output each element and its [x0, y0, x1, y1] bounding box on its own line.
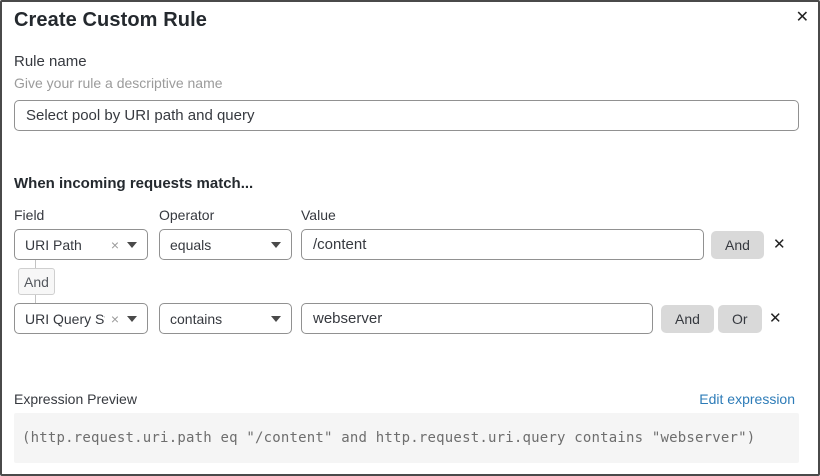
- column-label-value: Value: [301, 207, 336, 223]
- field-select-row2[interactable]: URI Query St... ×: [14, 303, 148, 334]
- field-select-row1-value: URI Path: [25, 236, 82, 253]
- connector-line-bottom: [35, 295, 36, 304]
- operator-select-row2-value: contains: [170, 310, 223, 327]
- clear-icon[interactable]: ×: [110, 236, 119, 253]
- clear-icon[interactable]: ×: [110, 310, 119, 327]
- chevron-down-icon[interactable]: [271, 241, 281, 248]
- rule-name-label: Rule name: [14, 53, 87, 70]
- expression-code-block: (http.request.uri.path eq "/content" and…: [14, 413, 799, 463]
- operator-select-row1[interactable]: equals: [159, 229, 292, 260]
- operator-select-row1-value: equals: [170, 236, 212, 253]
- connector-line-top: [35, 260, 36, 268]
- or-button-row2[interactable]: Or: [718, 305, 762, 333]
- column-label-operator: Operator: [159, 207, 215, 223]
- delete-row2-icon[interactable]: ✕: [769, 310, 782, 327]
- edit-expression-link[interactable]: Edit expression: [699, 391, 795, 407]
- rule-name-hint: Give your rule a descriptive name: [14, 75, 223, 91]
- chevron-down-icon[interactable]: [127, 241, 137, 248]
- delete-row1-icon[interactable]: ✕: [773, 236, 786, 253]
- and-button-row1[interactable]: And: [711, 231, 764, 259]
- close-icon[interactable]: ✕: [795, 9, 809, 26]
- chevron-down-icon[interactable]: [127, 315, 137, 322]
- and-button-row2[interactable]: And: [661, 305, 714, 333]
- page-title: Create Custom Rule: [14, 9, 207, 31]
- field-select-row2-value: URI Query St...: [25, 310, 105, 327]
- column-label-field: Field: [14, 207, 45, 223]
- rule-name-input[interactable]: [14, 100, 799, 131]
- value-input-row2[interactable]: [301, 303, 653, 334]
- match-section-heading: When incoming requests match...: [14, 175, 254, 192]
- chevron-down-icon[interactable]: [271, 315, 281, 322]
- value-input-row1[interactable]: [301, 229, 704, 260]
- connector-and-badge: And: [18, 268, 55, 295]
- field-select-row1[interactable]: URI Path ×: [14, 229, 148, 260]
- operator-select-row2[interactable]: contains: [159, 303, 292, 334]
- expression-code: (http.request.uri.path eq "/content" and…: [22, 430, 756, 446]
- expression-preview-label: Expression Preview: [14, 391, 137, 407]
